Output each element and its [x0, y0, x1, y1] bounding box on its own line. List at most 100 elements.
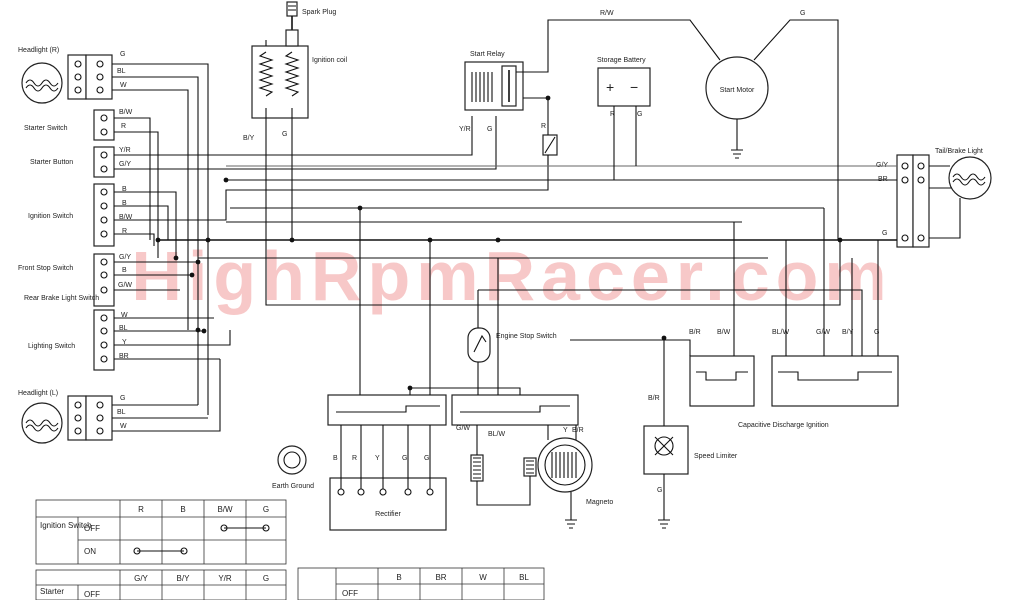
tail-brake-light-label: Tail/Brake Light	[935, 148, 983, 155]
battery-neg: −	[630, 79, 638, 95]
engine-stop-switch	[467, 327, 491, 363]
headlight-l-label: Headlight (L)	[18, 390, 58, 397]
wire-label: B/Y	[243, 135, 255, 142]
wire-label: Y	[375, 455, 380, 462]
table-col: G/Y	[134, 574, 148, 583]
starter-switch-table	[35, 569, 287, 601]
wire-label: G	[120, 51, 125, 58]
rear-brake-switch-label: Rear Brake Light Switch	[24, 295, 99, 302]
spark-plug	[286, 1, 298, 32]
wire-label: B/W	[119, 109, 133, 116]
wire-label: G	[282, 131, 287, 138]
wire-label: G	[402, 455, 407, 462]
wire-label: B/R	[648, 395, 660, 402]
connector-right	[451, 394, 579, 426]
wire-label: BL/W	[488, 431, 506, 438]
rectifier-label: Rectifier	[375, 511, 401, 518]
wire-label: G/W	[118, 282, 132, 289]
storage-battery-label: Storage Battery	[597, 57, 646, 64]
wire-label: B	[122, 200, 127, 207]
starter-button-label: Starter Button	[30, 159, 73, 166]
table-col: G	[263, 574, 269, 583]
wire-label: BL	[119, 325, 128, 332]
wire-label: G/Y	[119, 161, 131, 168]
table-col: BR	[435, 573, 446, 582]
connector-left	[327, 394, 447, 426]
spark-plug-label: Spark Plug	[302, 9, 336, 16]
table-col: B	[396, 573, 401, 582]
ignition-switch	[93, 183, 115, 247]
rectifier	[329, 477, 447, 531]
magneto	[470, 437, 593, 493]
speed-limiter	[643, 425, 689, 475]
wire-label: Y/R	[119, 147, 131, 154]
magneto-label: Magneto	[586, 499, 613, 506]
speed-limiter-label: Speed Limiter	[694, 453, 738, 460]
earth-ground-icon	[277, 445, 307, 475]
wire-label: G	[874, 329, 879, 336]
wire-label: R	[610, 111, 615, 118]
wire-label: B/W	[119, 214, 133, 221]
wire-label: Y	[122, 339, 127, 346]
junctions	[155, 95, 843, 391]
start-relay	[464, 61, 524, 111]
headlight-l	[21, 395, 113, 444]
cdi-left	[689, 355, 755, 407]
table-col: Y/R	[218, 574, 232, 583]
wire-label: BL/W	[772, 329, 790, 336]
table-col: W	[479, 573, 487, 582]
start-motor-label: Start Motor	[720, 87, 755, 94]
wire-label: G/W	[816, 329, 830, 336]
starter-switch	[93, 109, 115, 141]
starter-table-header: Starter	[40, 587, 64, 596]
table-row-label: OFF	[342, 589, 358, 598]
table-col: G	[263, 505, 269, 514]
wire-label: G	[882, 230, 887, 237]
table-row-label: OFF	[84, 590, 100, 599]
wire-label: W	[120, 423, 127, 430]
cdi-right	[771, 355, 899, 407]
lighting-switch	[93, 309, 115, 371]
wire-label: G	[424, 455, 429, 462]
table-col: BL	[519, 573, 529, 582]
headlight-r-label: Headlight (R)	[18, 47, 59, 54]
lighting-switch-label: Lighting Switch	[28, 343, 75, 350]
table-col: B/W	[217, 505, 233, 514]
ignition-switch-label: Ignition Switch	[28, 213, 73, 220]
ignition-table-header: Ignition Switch	[40, 521, 92, 530]
cdi-label: Capacitive Discharge Ignition	[738, 422, 829, 429]
wire-label: B/W	[717, 329, 731, 336]
ignition-coil	[251, 29, 309, 119]
table-col: B/Y	[177, 574, 191, 583]
wire-label: Y/R	[459, 126, 471, 133]
wire-label: BR	[119, 353, 129, 360]
starter-switch-label: Starter Switch	[24, 125, 68, 132]
table-row-label: ON	[84, 547, 96, 556]
front-stop-switch	[93, 253, 115, 307]
wire-label: G	[637, 111, 642, 118]
ignition-coil-label: Ignition coil	[312, 57, 347, 64]
wire-label: G	[800, 10, 805, 17]
wire-label: G/Y	[119, 254, 131, 261]
table-col: R	[138, 505, 144, 514]
wire-label: Y	[563, 427, 568, 434]
starter-button	[93, 146, 115, 178]
wire-label: BL	[117, 68, 126, 75]
table-row-label: OFF	[84, 524, 100, 533]
lighting-switch-table	[297, 567, 545, 601]
wire-label: B	[122, 267, 127, 274]
wires	[112, 19, 961, 529]
wire-label: R	[122, 228, 127, 235]
front-stop-switch-label: Front Stop Switch	[18, 265, 73, 272]
wire-label: R	[352, 455, 357, 462]
wire-label: BL	[117, 409, 126, 416]
start-relay-label: Start Relay	[470, 51, 505, 58]
wire-label: R	[121, 123, 126, 130]
earth-ground-label: Earth Ground	[272, 483, 314, 490]
watermark: HighRpmRacer.com	[131, 237, 892, 315]
wire-label: B/Y	[842, 329, 854, 336]
table-col: B	[180, 505, 185, 514]
wire-label: B	[122, 186, 127, 193]
